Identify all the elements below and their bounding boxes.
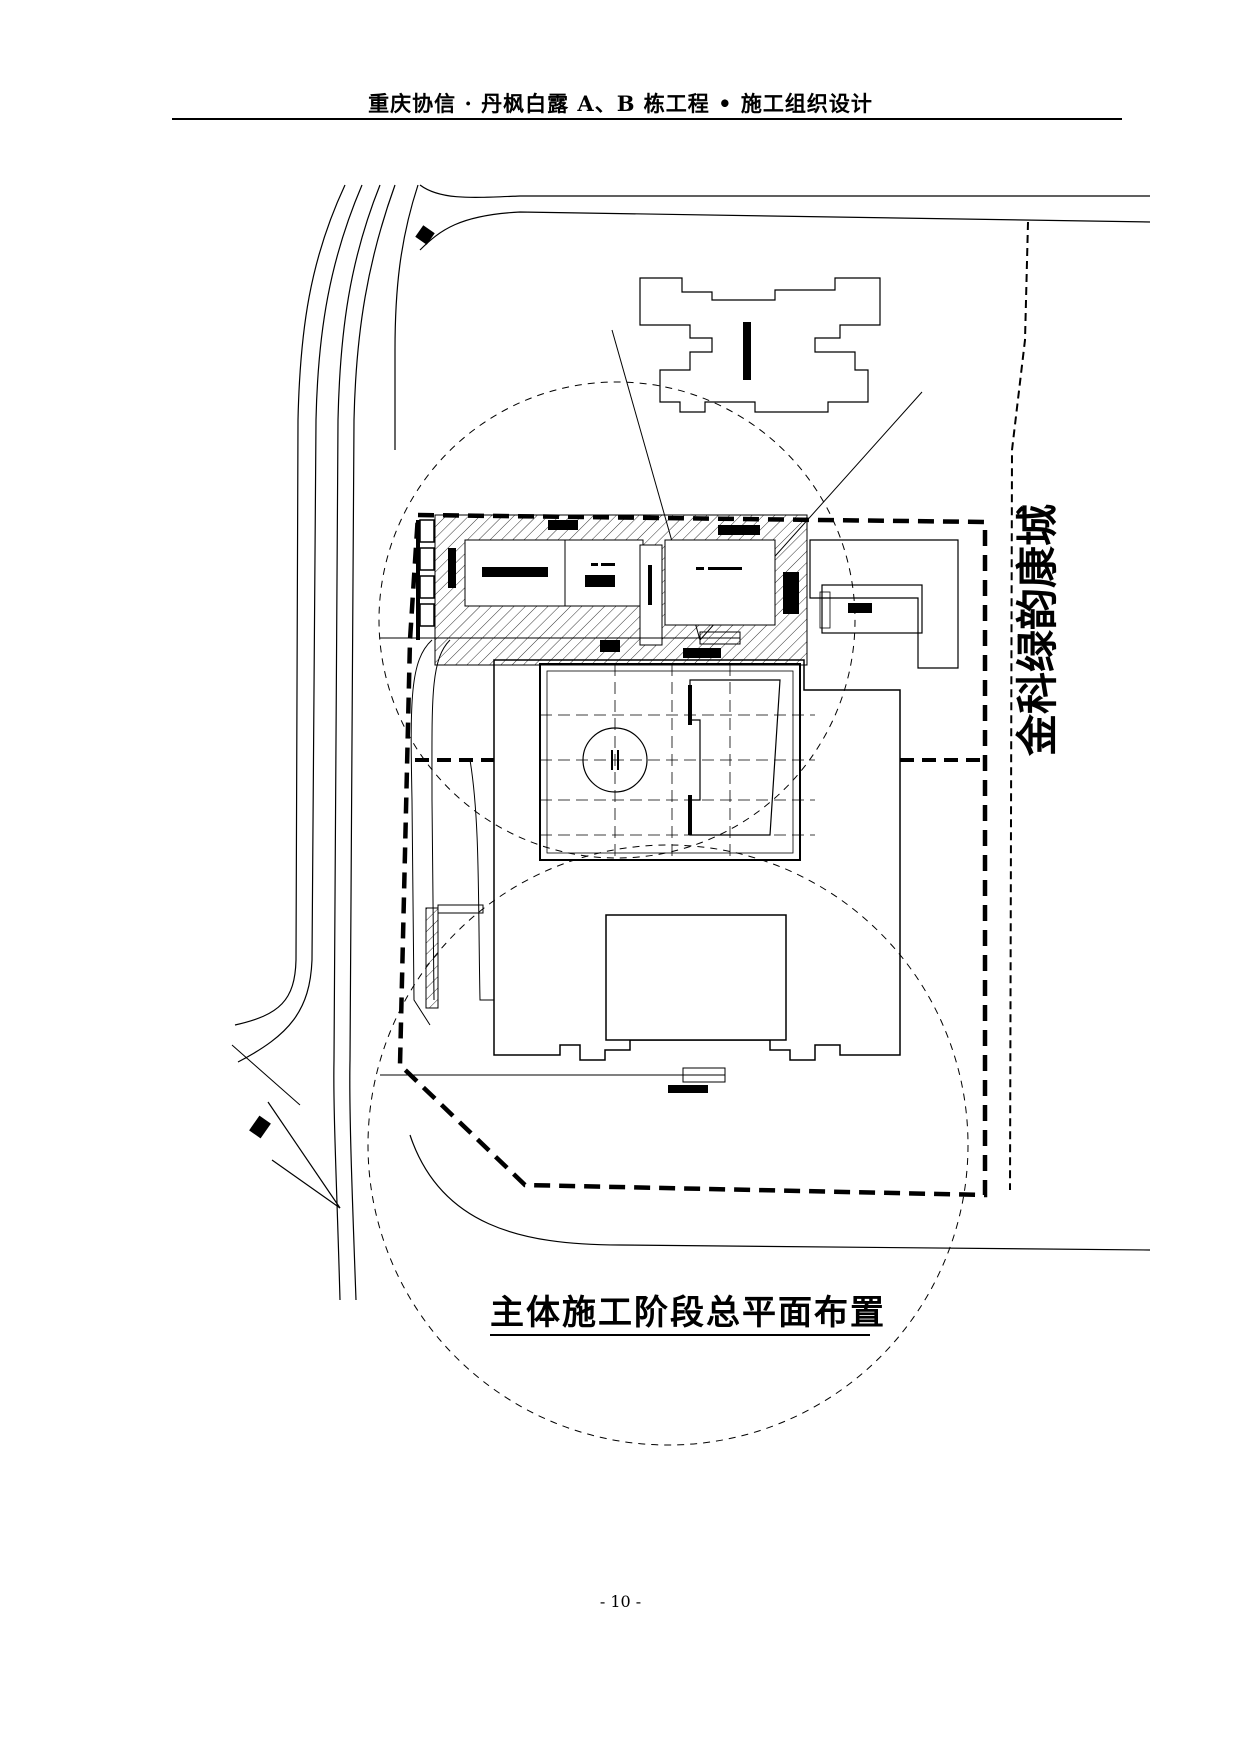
road-edge — [349, 184, 396, 1301]
survey-marker — [415, 225, 435, 245]
crane-radius-circle — [367, 844, 969, 1446]
page-number: - 10 - — [599, 1592, 642, 1611]
container-box — [419, 547, 435, 571]
road-edge — [419, 184, 1150, 198]
header-rule — [172, 118, 1122, 120]
stair-core — [689, 679, 781, 836]
crane-radius-circle — [378, 381, 856, 859]
courtyard-grid — [539, 663, 801, 861]
container-box — [419, 519, 435, 543]
site-boundary-dashed — [1009, 221, 1029, 1191]
round-structure — [582, 727, 648, 793]
road-edge — [237, 184, 363, 1063]
drawing-title-underline — [490, 1334, 870, 1336]
drawing-title: 主体施工阶段总平面布置 — [490, 1293, 886, 1333]
existing-building — [821, 584, 923, 634]
temporary-building — [564, 539, 644, 607]
podium-block — [605, 914, 787, 1041]
road-edge — [234, 184, 346, 1026]
existing-building — [639, 277, 881, 413]
main-building — [493, 659, 901, 1061]
road-edge — [394, 184, 419, 450]
container-box — [419, 575, 435, 599]
temporary-building — [664, 539, 776, 626]
road-label: 金科绿韵康城 — [1012, 503, 1062, 756]
road-edge — [271, 1159, 341, 1209]
road-edge — [267, 1101, 341, 1209]
page-header-title: 重庆协信 · 丹枫白露 A、B 栋工程 • 施工组织设计 — [368, 91, 873, 116]
road-edge — [419, 211, 1151, 251]
road-edge — [333, 184, 381, 1301]
survey-marker — [249, 1115, 271, 1139]
building-label-mark — [743, 322, 751, 380]
ramp-steps — [425, 907, 439, 1009]
road-edge — [409, 1134, 1151, 1251]
container-box — [419, 603, 435, 627]
construction-site-boundary — [397, 512, 988, 1198]
existing-building — [809, 539, 959, 669]
